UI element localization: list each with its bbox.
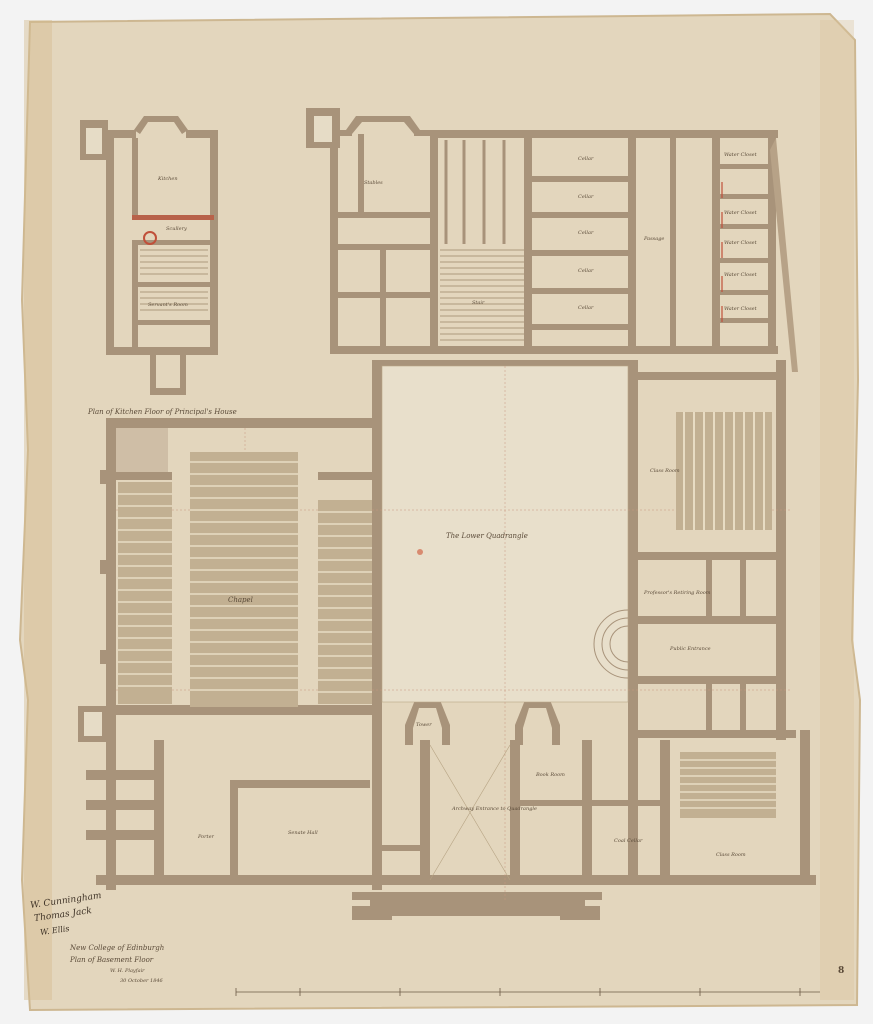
- water-closet-1-label: Water Closet: [724, 152, 757, 158]
- book-room-label: Book Room: [536, 772, 565, 778]
- cellar-4-label: Cellar: [578, 268, 594, 274]
- servants-room-label: Servant's Room: [148, 302, 188, 308]
- tower-label: Tower: [416, 722, 432, 728]
- class-room-benches: [676, 412, 776, 818]
- public-entrance-label: Public Entrance: [670, 646, 711, 652]
- scullery-label: Scullery: [166, 226, 187, 232]
- title-line-2: Plan of Basement Floor: [70, 956, 154, 964]
- sheet-number: 8: [838, 966, 845, 976]
- cellar-2-label: Cellar: [578, 194, 594, 200]
- water-closet-3-label: Water Closet: [724, 240, 757, 246]
- cellar-block: [306, 108, 778, 354]
- water-closet-5-label: Water Closet: [724, 306, 757, 312]
- archway-label: Archway Entrance to Quadrangle: [452, 806, 537, 812]
- kitchen-plan: [80, 116, 218, 395]
- cellar-1-label: Cellar: [578, 156, 594, 162]
- stair-label: Stair: [472, 300, 485, 306]
- water-closet-4-label: Water Closet: [724, 272, 757, 278]
- stables-label: Stables: [364, 180, 383, 186]
- water-closet-2-label: Water Closet: [724, 210, 757, 216]
- quadrangle-label: The Lower Quadrangle: [446, 532, 528, 540]
- scale-bar: [235, 988, 820, 996]
- cellar-5-label: Cellar: [578, 305, 594, 311]
- class-room-lower-label: Class Room: [716, 852, 746, 858]
- chapel-label: Chapel: [228, 596, 253, 604]
- chapel-pews: [118, 452, 372, 707]
- main-plan: [78, 360, 816, 920]
- professors-retiring-room-label: Professor's Retiring Room: [644, 590, 711, 596]
- passage-label: Passage: [644, 236, 665, 242]
- senate-hall-label: Senate Hall: [288, 830, 318, 836]
- title-line-1: New College of Edinburgh: [70, 944, 165, 952]
- coal-cellar-label: Coal Cellar: [614, 838, 643, 844]
- title-date: 30 October 1846: [120, 978, 163, 984]
- upper-plan-title: Plan of Kitchen Floor of Principal's Hou…: [88, 408, 237, 416]
- porter-label: Porter: [198, 834, 214, 840]
- title-architect: W. H. Playfair: [110, 968, 145, 974]
- kitchen-label: Kitchen: [158, 176, 178, 182]
- class-room-upper-label: Class Room: [650, 468, 680, 474]
- cellar-3-label: Cellar: [578, 230, 594, 236]
